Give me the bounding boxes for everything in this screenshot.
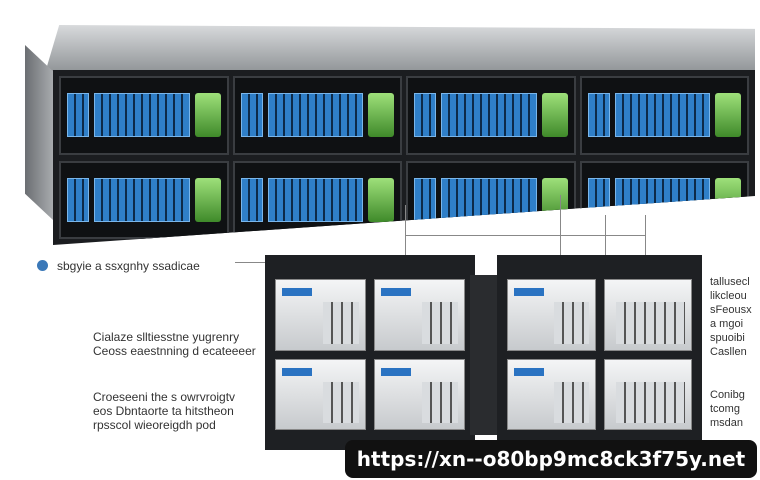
- label-line: a mgoi: [710, 318, 744, 330]
- rack-side-panel: [25, 45, 53, 220]
- label-line: spuoibi: [710, 332, 745, 344]
- connector-line: [560, 195, 561, 265]
- server-unit: [374, 358, 465, 430]
- rack-front: [53, 70, 755, 245]
- drive-icon: [194, 93, 221, 138]
- right-bottom-label: Conibg tcomg msdan: [710, 388, 745, 430]
- label-line: Casllen: [710, 346, 747, 358]
- bullet-dot-icon: [37, 260, 48, 271]
- left-bottom-label: Croeseeni the s owrvroigtv eos Dbntaorte…: [93, 390, 235, 432]
- left-mid-label: Cialaze slltiesstne yugrenry Ceoss eaest…: [93, 330, 256, 358]
- label-line: sFeousx: [710, 304, 752, 316]
- connector-line: [605, 215, 606, 265]
- drive-icon: [194, 177, 221, 222]
- rack-bay: [59, 76, 229, 239]
- server-module: [406, 76, 576, 155]
- callout-line: [235, 262, 265, 263]
- drive-icon: [541, 177, 568, 222]
- label-line: msdan: [710, 417, 744, 429]
- label-line: Ceoss eaestnning d ecateeeer: [93, 344, 256, 358]
- top-server-rack: [25, 25, 755, 247]
- drive-icon: [368, 177, 394, 222]
- connector-line: [405, 235, 645, 236]
- server-unit: [603, 279, 692, 351]
- server-module: [579, 76, 749, 155]
- label-line: likcleou: [710, 290, 747, 302]
- rack-bay: [406, 76, 576, 239]
- drive-icon: [368, 93, 394, 138]
- right-top-label: tallusecl likcleou sFeousx a mgoi spuoib…: [710, 275, 752, 359]
- rack-bay: [232, 76, 402, 239]
- label-line: eos Dbntaorte ta hitstheon: [93, 404, 234, 418]
- left-server-cabinet: [265, 255, 475, 450]
- drive-icon: [541, 93, 568, 138]
- label-line: tcomg: [710, 403, 740, 415]
- server-module: [232, 76, 402, 155]
- label-line: tallusecl: [710, 276, 750, 288]
- server-unit: [275, 279, 366, 351]
- server-unit: [507, 358, 596, 430]
- top-callout-label: sbgyie a ssxgnhy ssadicae: [57, 259, 200, 273]
- server-unit: [507, 279, 596, 351]
- watermark-url: https://xn--o80bp9mc8ck3f75y.net: [345, 440, 757, 478]
- rack-top-panel: [45, 25, 755, 73]
- cabinet-connector: [470, 275, 500, 435]
- label-line: Croeseeni the s owrvroigtv: [93, 390, 236, 404]
- drive-icon: [715, 177, 741, 222]
- server-module: [406, 160, 576, 239]
- server-unit: [603, 358, 692, 430]
- server-module: [59, 160, 229, 239]
- drive-icon: [715, 93, 741, 138]
- label-line: Conibg: [710, 389, 745, 401]
- right-server-cabinet: [497, 255, 702, 450]
- server-module: [59, 76, 229, 155]
- server-unit: [275, 358, 366, 430]
- server-unit: [374, 279, 465, 351]
- label-line: Cialaze slltiesstne yugrenry: [93, 330, 240, 344]
- server-module: [232, 160, 402, 239]
- connector-line: [645, 215, 646, 265]
- label-line: rpsscol wieoreigdh pod: [93, 418, 216, 432]
